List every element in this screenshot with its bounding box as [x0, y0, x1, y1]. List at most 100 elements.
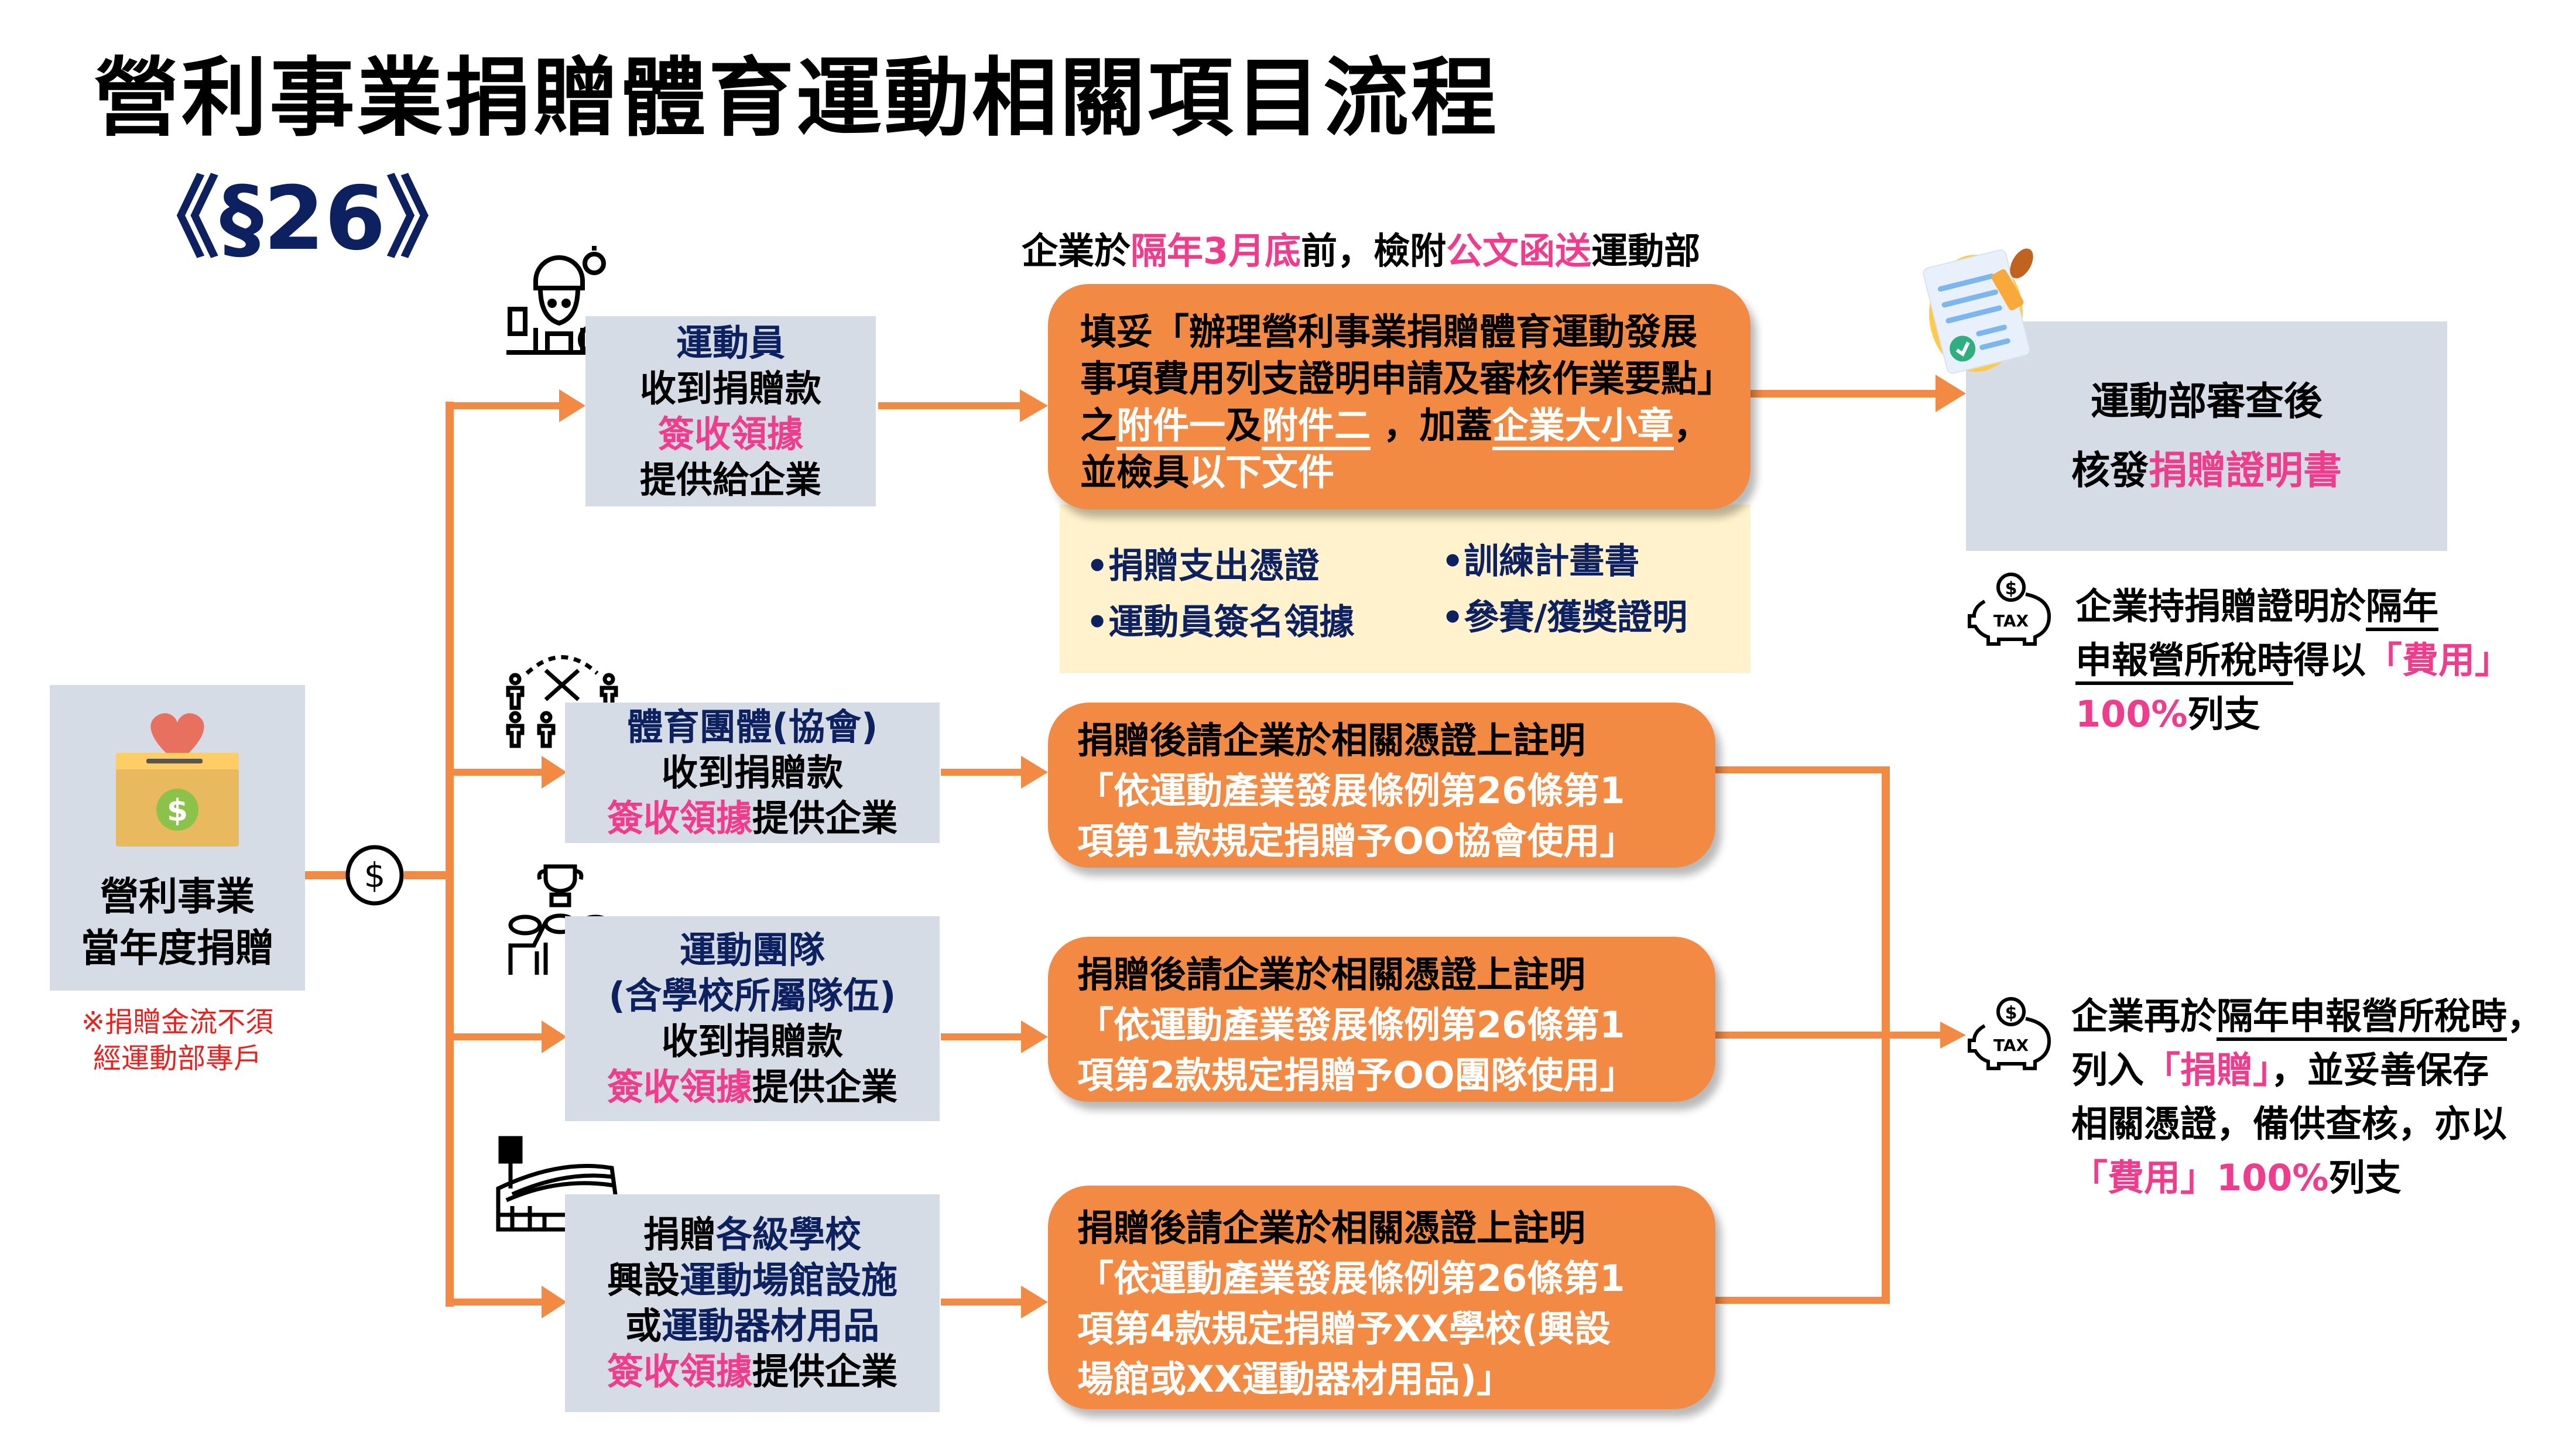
source-note: ※捐贈金流不須 經運動部專戶 [50, 1004, 305, 1077]
ministry-line-2: 核發捐贈證明書 [2071, 436, 2342, 505]
recipient-school-box: 捐贈各級學校 興設運動場館設施 或運動器材用品 簽收領據提供企業 [565, 1194, 940, 1412]
tax-note-2-line-3: 相關憑證，備供查核，亦以 [2071, 1102, 2508, 1145]
expense-label: 「費用」100% [2071, 1156, 2329, 1199]
document-item: •訓練計畫書 [1441, 541, 1640, 582]
percentage-label: 100% [2075, 693, 2188, 735]
annotation-line-1: 捐贈後請企業於相關憑證上註明 [1077, 953, 1586, 996]
arrow-head-ministry [1936, 375, 1966, 412]
recipient-team-line-3: 收到捐贈款 [661, 1020, 843, 1063]
application-line-4: 並檢具以下文件 [1080, 449, 1751, 496]
text-part: 企業再於 [2071, 995, 2217, 1037]
annotation-line-2: 「依運動產業發展條例第26條第1 [1077, 1257, 1625, 1300]
recipient-school-line-3: 或運動器材用品 [625, 1303, 879, 1349]
note-part: 運動部 [1591, 229, 1701, 272]
ministry-review-box: 運動部審查後 核發捐贈證明書 [1966, 321, 2447, 551]
schools-label: 各級學校 [716, 1213, 862, 1256]
facilities-label: 運動場館設施 [680, 1259, 898, 1301]
recipient-team-line-2: (含學校所屬隊伍) [608, 974, 896, 1017]
attachment-2-label: 附件二 [1262, 404, 1371, 450]
annotation-school: 捐贈後請企業於相關憑證上註明 「依運動產業發展條例第26條第1 項第4款規定捐贈… [1048, 1186, 1715, 1409]
svg-text:$: $ [167, 793, 188, 828]
tax-note-2-line-1: 企業再於隔年申報營所稅時， [2071, 989, 2543, 1043]
application-line-3: 之附件一及附件二 ，加蓋企業大小章， [1080, 402, 1751, 450]
svg-text:$: $ [2005, 1003, 2017, 1023]
text-part: 及 [1225, 404, 1262, 447]
tax-note-2-line-4: 「費用」100%列支 [2071, 1151, 2543, 1205]
tax-note-1: 企業持捐贈證明於隔年 申報營所稅時得以「費用」 100%列支 [2075, 580, 2511, 741]
connector-left-trunk [446, 402, 454, 1307]
approved-document-stamp-icon [1912, 240, 2046, 375]
tax-note-1-line-2: 申報營所稅時得以「費用」 [2075, 633, 2511, 687]
annotation-line-4: 場館或XX運動器材用品)」 [1077, 1358, 1513, 1400]
text-part: ，並妥善保存 [2271, 1049, 2489, 1091]
next-year-label: 隔年 [2366, 585, 2439, 631]
annotation-line-2: 「依運動產業發展條例第26條第1 [1077, 1003, 1625, 1046]
connector-branch-association [450, 769, 543, 776]
arrow-head-school [542, 1286, 567, 1318]
connector-source-coin [305, 871, 346, 879]
tax-filing-label: 申報營所稅時 [2075, 639, 2294, 685]
tax-note-1-line-1: 企業持捐贈證明於隔年 [2075, 580, 2511, 633]
connector-branch-athlete [450, 402, 561, 409]
connector-right-trunk [1882, 766, 1890, 1304]
text-part: 企業持捐贈證明於 [2075, 585, 2366, 628]
connector-branch-team [450, 1033, 543, 1040]
text-part: 之 [1080, 404, 1117, 447]
source-donor-box: $ 營利事業 當年度捐贈 [50, 685, 305, 991]
connector-note3-out [1715, 1297, 1890, 1304]
svg-text:TAX: TAX [1993, 611, 2029, 631]
official-letter-highlight: 公文函送 [1446, 229, 1592, 272]
stadium-icon [495, 1136, 624, 1241]
note-part: 前，檢附 [1301, 229, 1447, 272]
donation-box-icon: $ [116, 713, 239, 847]
or-label: 或 [625, 1304, 662, 1347]
document-item: •捐贈支出憑證 [1086, 546, 1320, 587]
application-line-2: 事項費用列支證明申請及審核作業要點」 [1080, 357, 1734, 400]
arrow-head-association [542, 756, 567, 789]
text-part: 列入 [2071, 1049, 2145, 1091]
annotation-line-3: 項第1款規定捐贈予OO協會使用」 [1077, 820, 1636, 862]
recipient-team-box: 運動團隊 (含學校所屬隊伍) 收到捐贈款 簽收領據提供企業 [565, 916, 940, 1121]
arrow-head-athlete [559, 389, 585, 422]
annotation-line-3: 項第2款規定捐贈予OO團隊使用」 [1077, 1054, 1636, 1097]
recipient-athlete-line-1: 運動員 [676, 321, 785, 364]
page-title: 營利事業捐贈體育運動相關項目流程 [94, 49, 1499, 148]
connector-athlete-process [878, 402, 1022, 409]
provide-label: 提供企業 [752, 1066, 898, 1108]
donation-label: 「捐贈」 [2144, 1049, 2272, 1091]
source-note-line-1: ※捐贈金流不須 [81, 1006, 274, 1039]
text-part: 並檢具 [1080, 451, 1190, 494]
deadline-highlight: 隔年3月底 [1131, 229, 1301, 272]
arrow-head-athlete-process [1020, 389, 1048, 422]
text-part: 列支 [2328, 1156, 2402, 1199]
submission-deadline-note: 企業於隔年3月底前，檢附公文函送運動部 [1022, 221, 1700, 274]
connector-school-note [941, 1299, 1023, 1306]
svg-text:$: $ [2005, 578, 2017, 599]
provide-label: 提供企業 [752, 1350, 898, 1393]
required-documents-box: •捐贈支出憑證 •訓練計畫書 •運動員簽名領據 •參賽/獲獎證明 [1060, 505, 1751, 673]
recipient-team-line-4: 簽收領據提供企業 [607, 1064, 898, 1110]
connector-association-note [941, 769, 1023, 776]
text-part: ， [1673, 404, 1710, 447]
recipient-school-line-4: 簽收領據提供企業 [607, 1349, 898, 1395]
issue-label: 核發 [2071, 448, 2149, 493]
svg-text:$: $ [364, 855, 386, 895]
receipt-label: 簽收領據 [607, 1066, 752, 1108]
recipient-school-line-2: 興設運動場館設施 [607, 1258, 898, 1303]
donation-certificate-label: 捐贈證明書 [2149, 448, 2342, 493]
dollar-coin-icon: $ [344, 845, 405, 906]
svg-text:TAX: TAX [1993, 1036, 2029, 1055]
tax-note-1-line-3: 100%列支 [2075, 687, 2511, 741]
tax-piggy-bank-icon: $ TAX [1967, 571, 2055, 647]
recipient-athlete-line-3: 簽收領據 [657, 412, 803, 455]
attachment-1-label: 附件一 [1116, 404, 1226, 450]
following-documents-label: 以下文件 [1189, 451, 1335, 494]
recipient-athlete-box: 運動員 收到捐贈款 簽收領據 提供給企業 [585, 316, 876, 506]
text-part: 得以 [2293, 639, 2366, 681]
annotation-line-1: 捐贈後請企業於相關憑證上註明 [1077, 719, 1586, 762]
tax-note-2: 企業再於隔年申報營所稅時， 列入「捐贈」，並妥善保存 相關憑證，備供查核，亦以 … [2071, 989, 2543, 1205]
recipient-school-line-1: 捐贈各級學校 [643, 1212, 861, 1258]
connector-process-ministry [1751, 390, 1938, 398]
receipt-label: 簽收領據 [607, 797, 752, 840]
